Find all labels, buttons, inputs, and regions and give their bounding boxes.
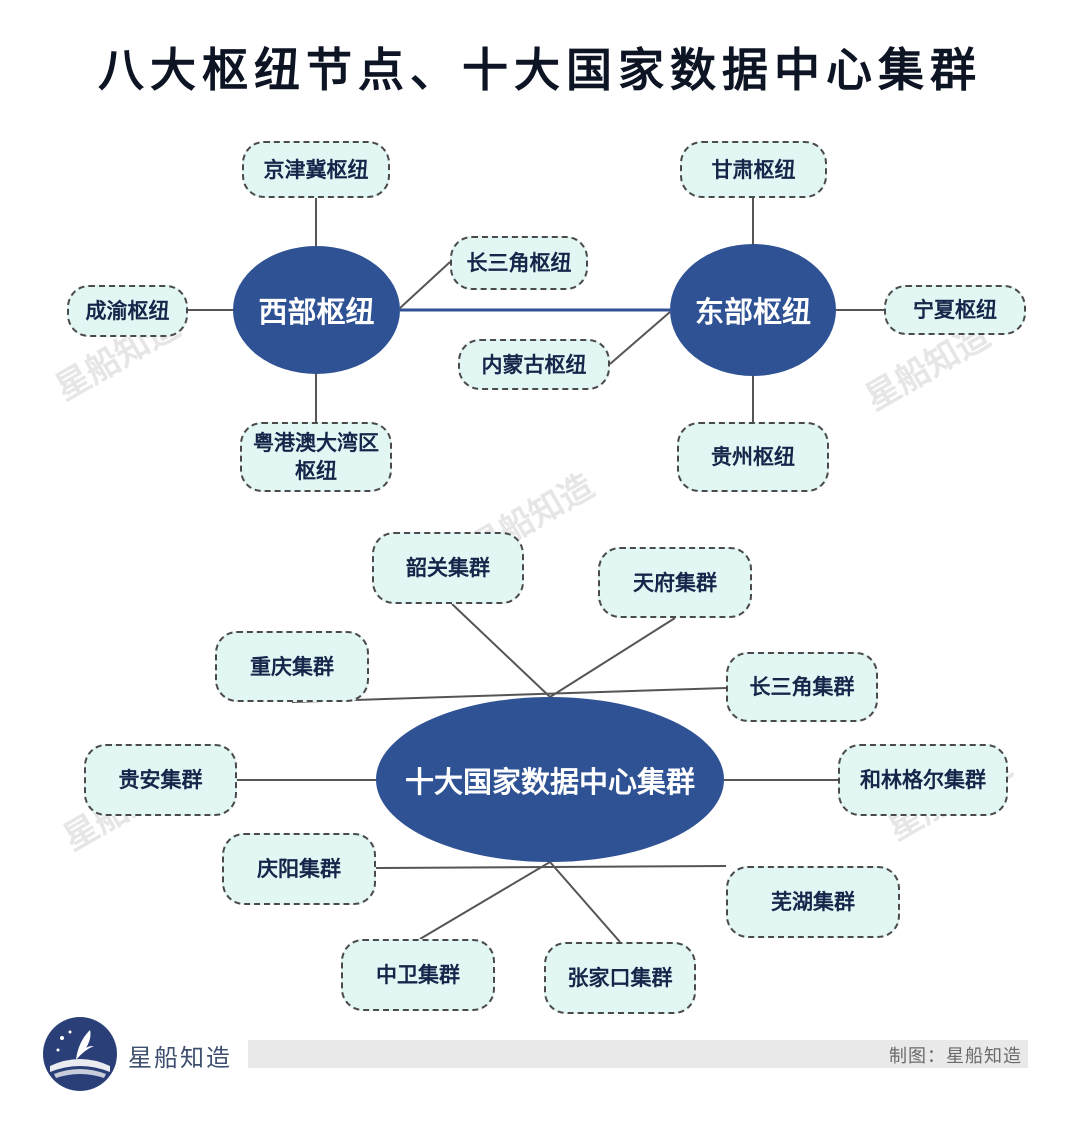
node-tianfu[interactable]: 天府集群 bbox=[598, 547, 752, 618]
node-guizhou[interactable]: 贵州枢纽 bbox=[677, 422, 829, 492]
node-changsanjiao-hub[interactable]: 长三角枢纽 bbox=[450, 236, 588, 290]
node-ningxia[interactable]: 宁夏枢纽 bbox=[884, 285, 1026, 335]
link-cluster-shaoguan bbox=[451, 603, 551, 698]
node-chengyu[interactable]: 成渝枢纽 bbox=[67, 285, 188, 337]
link-cluster-chongqing-changsanjiao bbox=[291, 687, 727, 703]
node-jingjinji[interactable]: 京津冀枢纽 bbox=[242, 141, 390, 198]
node-gansu[interactable]: 甘肃枢纽 bbox=[680, 141, 827, 198]
link-cluster-zhongwei bbox=[419, 861, 551, 940]
node-changsanjiao-cluster[interactable]: 长三角集群 bbox=[726, 652, 878, 722]
brand-name: 星船知造 bbox=[128, 1044, 232, 1072]
link-east-neimenggu bbox=[609, 311, 671, 365]
hub-cluster[interactable]: 十大国家数据中心集群 bbox=[376, 697, 724, 862]
link-cluster-tianfu bbox=[549, 617, 676, 698]
link-west-changsanjiao bbox=[399, 261, 451, 309]
link-cluster-zhangjiakou bbox=[549, 861, 621, 943]
node-guian[interactable]: 贵安集群 bbox=[84, 744, 237, 816]
hub-east[interactable]: 东部枢纽 bbox=[670, 244, 836, 376]
brand-logo-icon bbox=[43, 1017, 117, 1091]
page-title: 八大枢纽节点、十大国家数据中心集群 bbox=[98, 43, 982, 97]
node-shaoguan[interactable]: 韶关集群 bbox=[372, 532, 524, 604]
node-chongqing[interactable]: 重庆集群 bbox=[215, 631, 369, 702]
node-yuegangao[interactable]: 粤港澳大湾区枢纽 bbox=[240, 422, 392, 492]
node-helinge[interactable]: 和林格尔集群 bbox=[838, 744, 1008, 816]
node-zhangjiakou[interactable]: 张家口集群 bbox=[544, 942, 696, 1014]
node-qingyang[interactable]: 庆阳集群 bbox=[222, 833, 376, 905]
footer-bar bbox=[248, 1040, 1028, 1068]
hub-west[interactable]: 西部枢纽 bbox=[233, 246, 400, 374]
credit-text: 制图：星船知造 bbox=[889, 1046, 1022, 1067]
link-cluster-qingyang-wuhu bbox=[375, 865, 727, 869]
node-zhongwei[interactable]: 中卫集群 bbox=[341, 939, 495, 1011]
node-wuhu[interactable]: 芜湖集群 bbox=[726, 866, 900, 938]
node-neimenggu[interactable]: 内蒙古枢纽 bbox=[458, 339, 610, 390]
